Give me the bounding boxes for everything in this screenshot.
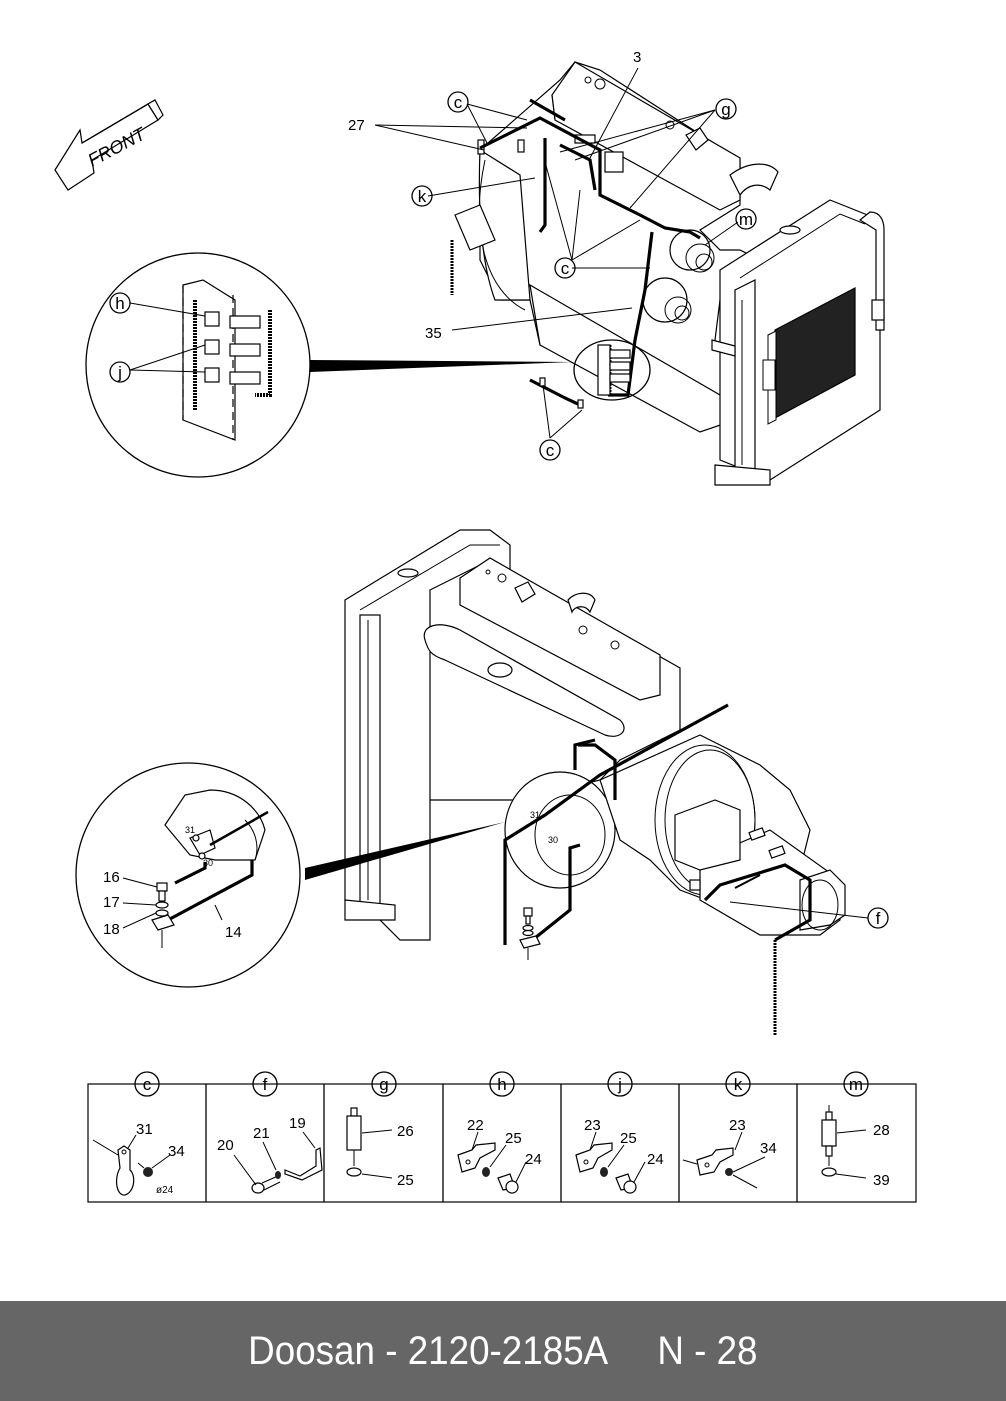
table-cell-c: 31 34 ø24	[92, 1121, 185, 1196]
svg-text:ø24: ø24	[156, 1185, 174, 1196]
callout-h: h	[115, 294, 124, 313]
svg-text:22: 22	[467, 1117, 484, 1134]
svg-text:k: k	[734, 1075, 743, 1094]
svg-text:25: 25	[397, 1172, 414, 1189]
table-cell-f: 20 21 19	[217, 1115, 323, 1194]
svg-text:25: 25	[620, 1130, 637, 1147]
svg-text:21: 21	[253, 1125, 270, 1142]
footer-caption: Doosan - 2120-2185A N - 28	[248, 1328, 758, 1373]
part-number-3: 3	[633, 49, 641, 66]
part-number-17: 17	[103, 894, 120, 911]
callout-f: f	[876, 909, 881, 928]
part-number-27: 27	[348, 117, 365, 134]
svg-text:c: c	[561, 259, 570, 278]
svg-text:f: f	[263, 1075, 268, 1094]
svg-text:31: 31	[136, 1121, 153, 1138]
table-header-f: f	[252, 1071, 278, 1097]
front-arrow-icon: FRONT	[54, 99, 164, 191]
svg-text:h: h	[497, 1075, 506, 1094]
wiring-harness-diagram: FRONT	[54, 49, 917, 1203]
table-cell-k: 23 34	[682, 1117, 777, 1189]
table-header-c: c	[134, 1071, 160, 1097]
terminal-block	[573, 339, 651, 401]
svg-text:c: c	[546, 441, 555, 460]
svg-text:24: 24	[647, 1151, 664, 1168]
svg-text:k: k	[418, 187, 427, 206]
part-number-14: 14	[225, 924, 242, 941]
svg-text:m: m	[739, 210, 753, 229]
detail-circle-terminal-block: h j	[85, 252, 311, 478]
svg-text:m: m	[849, 1075, 863, 1094]
svg-text:j: j	[617, 1075, 622, 1094]
svg-text:39: 39	[873, 1172, 890, 1189]
part-number-18: 18	[103, 921, 120, 938]
table-cell-g: 26 25	[346, 1107, 414, 1189]
table-header-h: h	[489, 1071, 515, 1097]
callout-m: m	[735, 208, 757, 230]
table-cell-j: 23 25 24	[575, 1117, 664, 1194]
callout-c-lower: c	[539, 439, 561, 461]
svg-text:28: 28	[873, 1122, 890, 1139]
part-number-16: 16	[103, 869, 120, 886]
part-number-35: 35	[425, 325, 442, 342]
svg-text:19: 19	[289, 1115, 306, 1132]
svg-text:g: g	[379, 1075, 388, 1094]
terminal-31-label: 31	[185, 825, 195, 835]
lower-engine-view: 31 30 f	[344, 529, 889, 1035]
parts-table: c f g h j k m 31 34 ø24 20	[87, 1071, 917, 1203]
footer-bar: Doosan - 2120-2185A N - 28	[0, 1301, 1006, 1401]
callout-j: j	[117, 363, 122, 382]
svg-text:26: 26	[397, 1123, 414, 1140]
svg-text:c: c	[454, 93, 463, 112]
oil-cooler-core	[762, 287, 856, 425]
svg-text:24: 24	[525, 1151, 542, 1168]
callout-k: k	[411, 185, 433, 207]
detail-pointer-lower	[305, 822, 505, 880]
callout-g: g	[715, 98, 737, 120]
svg-text:23: 23	[584, 1117, 601, 1134]
table-header-m: m	[843, 1071, 869, 1097]
callout-c-upper: c	[447, 91, 469, 113]
detail-pointer-upper	[310, 360, 572, 372]
detail-circle-ground-strap: 31 30 16 17 18 14	[75, 762, 301, 988]
svg-text:g: g	[721, 100, 730, 119]
svg-text:23: 23	[729, 1117, 746, 1134]
svg-text:30: 30	[548, 835, 558, 845]
svg-text:31: 31	[530, 810, 540, 820]
table-header-j: j	[607, 1071, 633, 1097]
callout-c-middle: c	[554, 257, 576, 279]
terminal-30-label: 30	[203, 858, 213, 868]
svg-text:25: 25	[505, 1130, 522, 1147]
svg-text:20: 20	[217, 1137, 234, 1154]
svg-text:34: 34	[760, 1140, 777, 1157]
svg-text:34: 34	[168, 1143, 185, 1160]
table-header-g: g	[371, 1071, 397, 1097]
table-cell-m: 28 39	[821, 1105, 890, 1189]
table-cell-h: 22 25 24	[457, 1117, 542, 1194]
upper-engine-view: c g k m c c 3 27 35	[348, 49, 885, 486]
table-header-k: k	[725, 1071, 751, 1097]
svg-text:c: c	[143, 1075, 152, 1094]
